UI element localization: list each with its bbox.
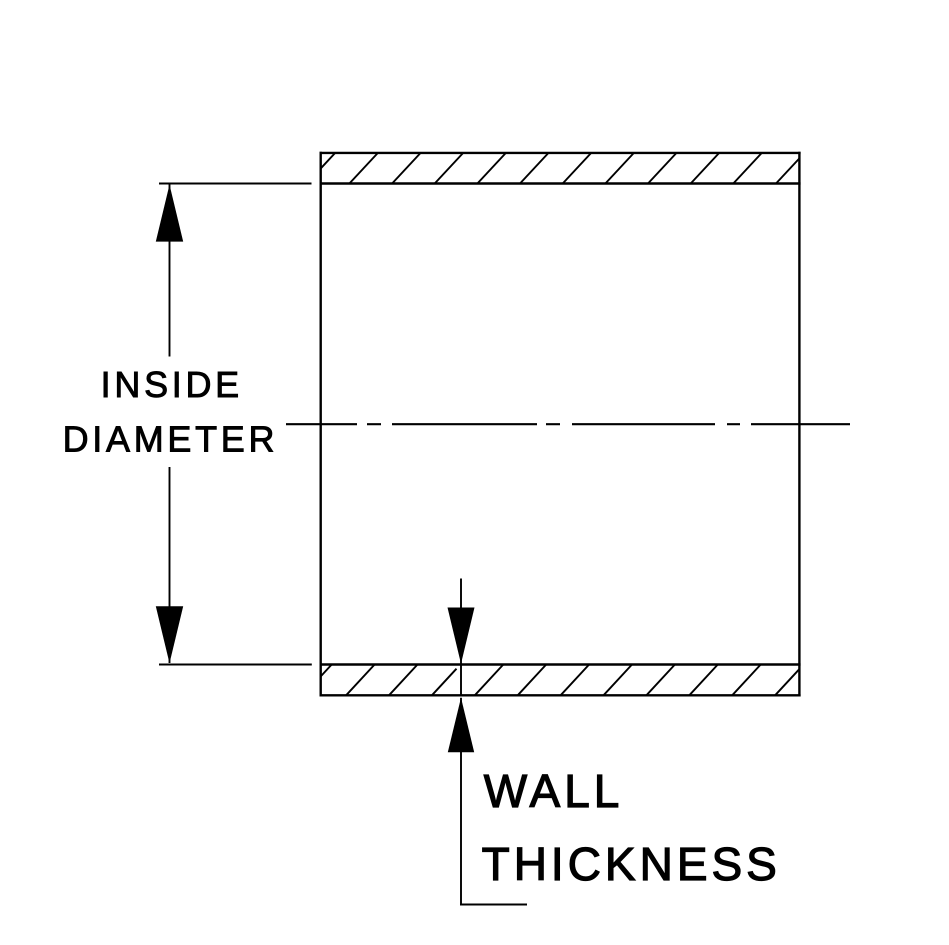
svg-text:DIAMETER: DIAMETER: [63, 419, 279, 460]
svg-text:THICKNESS: THICKNESS: [482, 838, 781, 890]
svg-text:WALL: WALL: [484, 765, 624, 817]
svg-text:INSIDE: INSIDE: [101, 364, 243, 405]
